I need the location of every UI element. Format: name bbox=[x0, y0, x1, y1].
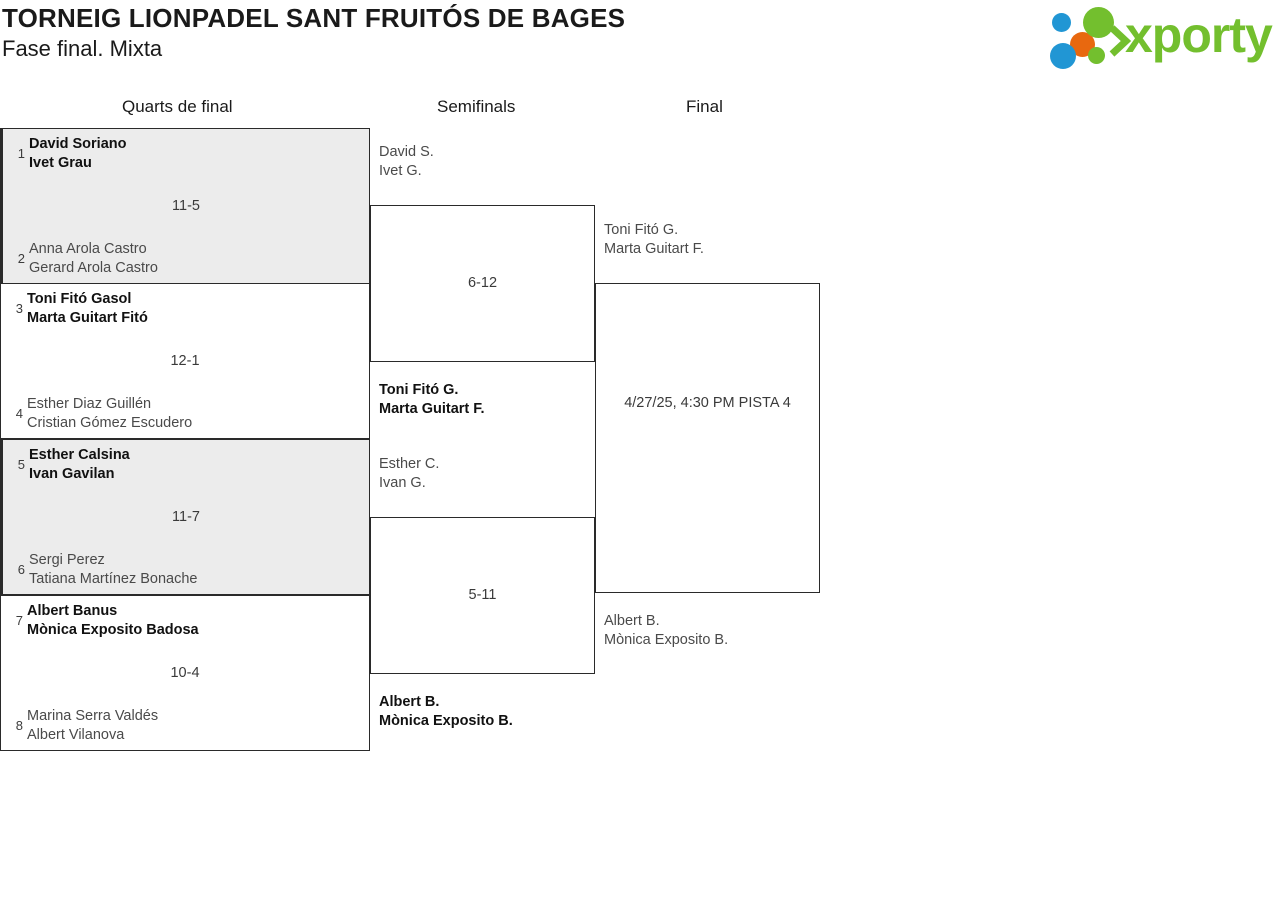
match-final[interactable]: Toni Fitó G. Marta Guitart F. 4/27/25, 4… bbox=[595, 222, 820, 648]
seed-number: 2 bbox=[17, 250, 25, 266]
team-slot-top[interactable]: 1 David Soriano Ivet Grau bbox=[3, 135, 369, 172]
seed-number: 1 bbox=[17, 145, 25, 161]
xporty-logo[interactable]: xporty bbox=[1050, 4, 1278, 69]
seed-number: 8 bbox=[15, 717, 23, 733]
logo-dot-blue-large-icon bbox=[1050, 43, 1076, 69]
seed-number: 6 bbox=[17, 561, 25, 577]
team-slot-bottom[interactable]: Toni Fitó G. Marta Guitart F. bbox=[371, 381, 594, 418]
page-title: TORNEIG LIONPADEL SANT FRUITÓS DE BAGES … bbox=[2, 2, 625, 64]
team-slot-bottom[interactable]: 6 Sergi Perez Tatiana Martínez Bonache bbox=[3, 551, 369, 588]
match-quarterfinal-3[interactable]: 5 Esther Calsina Ivan Gavilan 11-7 6 Ser… bbox=[0, 439, 370, 595]
team-slot-top[interactable]: 7 Albert Banus Mònica Exposito Badosa bbox=[1, 602, 369, 639]
match-score: 6-12 bbox=[467, 275, 498, 291]
page-header: TORNEIG LIONPADEL SANT FRUITÓS DE BAGES … bbox=[0, 0, 1280, 78]
match-schedule: 4/27/25, 4:30 PM PISTA 4 bbox=[624, 395, 791, 411]
logo-chevron-right-icon bbox=[1109, 25, 1132, 57]
team-names: David S. Ivet G. bbox=[379, 144, 434, 179]
seed-number: 5 bbox=[17, 456, 25, 472]
match-semifinal-1[interactable]: David S. Ivet G. 6-12 Toni Fitó G. Marta… bbox=[370, 144, 595, 417]
team-slot-top[interactable]: 5 Esther Calsina Ivan Gavilan bbox=[3, 446, 369, 483]
team-names: Albert B. Mònica Exposito B. bbox=[604, 613, 729, 648]
seed-number: 7 bbox=[15, 612, 23, 628]
team-slot-bottom[interactable]: 2 Anna Arola Castro Gerard Arola Castro bbox=[3, 240, 369, 277]
logo-dot-blue-small-icon bbox=[1052, 13, 1071, 32]
match-quarterfinal-1[interactable]: 1 David Soriano Ivet Grau 11-5 2 Anna Ar… bbox=[0, 128, 370, 284]
team-slot-bottom[interactable]: Albert B. Mònica Exposito B. bbox=[371, 693, 594, 730]
match-score: 11-7 bbox=[172, 509, 200, 525]
team-names: Esther Calsina Ivan Gavilan bbox=[29, 447, 130, 482]
team-names: Toni Fitó G. Marta Guitart F. bbox=[379, 382, 485, 417]
match-quarterfinal-2[interactable]: 3 Toni Fitó Gasol Marta Guitart Fitó 12-… bbox=[0, 283, 370, 439]
round-header-final: Final bbox=[686, 97, 723, 116]
team-slot-top[interactable]: Toni Fitó G. Marta Guitart F. bbox=[596, 221, 819, 258]
logo-dots-icon bbox=[1050, 7, 1132, 69]
team-names: Albert Banus Mònica Exposito Badosa bbox=[27, 603, 199, 638]
team-names: Albert B. Mònica Exposito B. bbox=[379, 694, 513, 729]
team-slot-bottom[interactable]: Albert B. Mònica Exposito B. bbox=[596, 612, 819, 649]
round-header-semifinals: Semifinals bbox=[437, 97, 516, 116]
match-score: 12-1 bbox=[170, 353, 200, 369]
team-slot-top[interactable]: Esther C. Ivan G. bbox=[371, 455, 594, 492]
team-names: Toni Fitó G. Marta Guitart F. bbox=[604, 222, 704, 257]
team-slot-bottom[interactable]: 8 Marina Serra Valdés Albert Vilanova bbox=[1, 707, 369, 744]
match-semifinal-2[interactable]: Esther C. Ivan G. 5-11 Albert B. Mònica … bbox=[370, 456, 595, 729]
team-slot-bottom[interactable]: 4 Esther Diaz Guillén Cristian Gómez Esc… bbox=[1, 395, 369, 432]
tournament-phase: Fase final. Mixta bbox=[2, 36, 163, 61]
logo-dot-green-large-icon bbox=[1083, 7, 1114, 38]
team-names: Esther C. Ivan G. bbox=[379, 456, 440, 491]
team-names: Esther Diaz Guillén Cristian Gómez Escud… bbox=[27, 396, 193, 431]
team-names: Anna Arola Castro Gerard Arola Castro bbox=[29, 241, 158, 276]
seed-number: 4 bbox=[15, 405, 23, 421]
round-header-quarters: Quarts de final bbox=[122, 97, 233, 116]
match-score: 10-4 bbox=[170, 665, 200, 681]
team-names: Sergi Perez Tatiana Martínez Bonache bbox=[29, 552, 198, 587]
match-score: 11-5 bbox=[172, 198, 200, 214]
team-names: Toni Fitó Gasol Marta Guitart Fitó bbox=[27, 291, 148, 326]
seed-number: 3 bbox=[15, 300, 23, 316]
team-names: David Soriano Ivet Grau bbox=[29, 136, 127, 171]
team-slot-top[interactable]: 3 Toni Fitó Gasol Marta Guitart Fitó bbox=[1, 290, 369, 327]
tournament-name: TORNEIG LIONPADEL SANT FRUITÓS DE BAGES bbox=[2, 3, 626, 33]
match-score: 5-11 bbox=[468, 587, 497, 603]
team-slot-top[interactable]: David S. Ivet G. bbox=[371, 143, 594, 180]
logo-wordmark: xporty bbox=[1125, 7, 1273, 63]
logo-dot-green-small-icon bbox=[1088, 47, 1105, 64]
team-names: Marina Serra Valdés Albert Vilanova bbox=[27, 708, 159, 743]
match-quarterfinal-4[interactable]: 7 Albert Banus Mònica Exposito Badosa 10… bbox=[0, 595, 370, 751]
